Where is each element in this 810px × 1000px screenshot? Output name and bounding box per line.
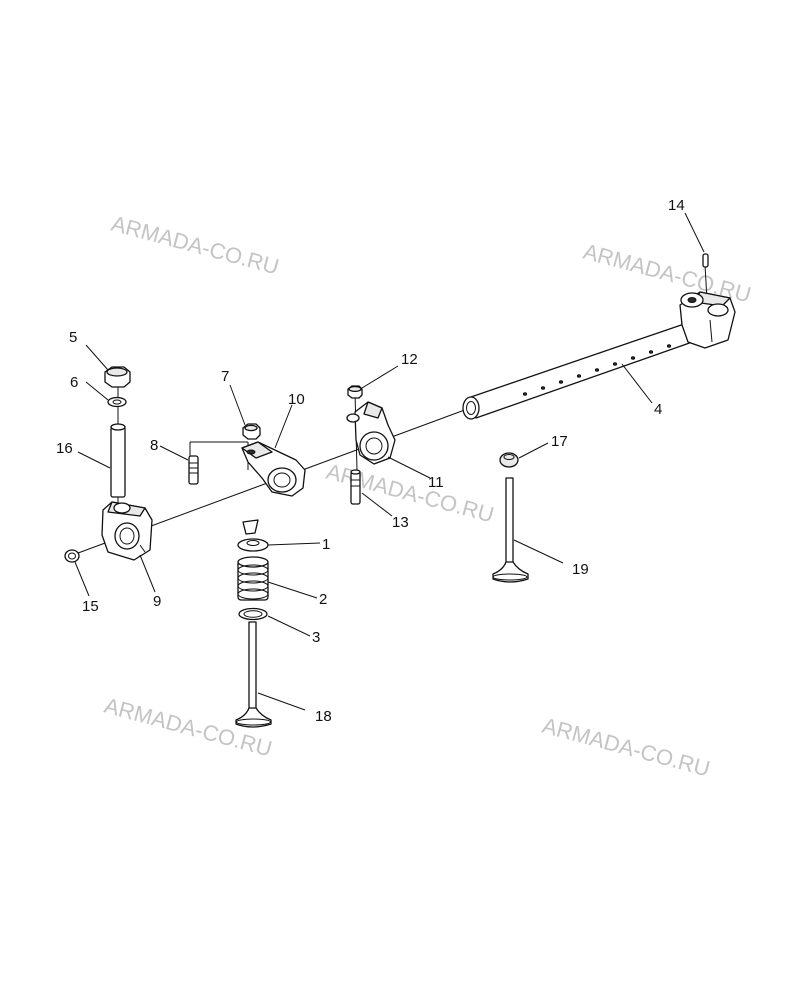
callout-10: 10 <box>288 391 305 408</box>
callout-4: 4 <box>654 401 662 418</box>
callout-5: 5 <box>69 329 77 346</box>
callout-2: 2 <box>319 591 327 608</box>
watermark-3: ARMADA-CO.RU <box>324 459 497 528</box>
rocker-arm-10 <box>241 441 306 497</box>
rocker-shaft <box>462 321 699 420</box>
sleeve-16 <box>110 423 126 498</box>
callout-8: 8 <box>150 437 158 454</box>
spring-retainer-1 <box>237 538 269 552</box>
callout-16: 16 <box>56 440 73 457</box>
callout-14: 14 <box>668 197 685 214</box>
plug-15 <box>64 549 80 563</box>
callout-15: 15 <box>82 598 99 615</box>
callout-17: 17 <box>551 433 568 450</box>
valve-spring-2 <box>237 556 269 601</box>
valve-keeper <box>242 519 259 535</box>
nut-7 <box>242 423 261 440</box>
callout-12: 12 <box>401 351 418 368</box>
pin-14 <box>702 253 709 268</box>
nut-12 <box>347 385 363 399</box>
callout-18: 18 <box>315 708 332 725</box>
spring-seat-3 <box>238 607 268 621</box>
callout-11: 11 <box>428 474 444 491</box>
right-shaft-bracket <box>679 291 736 349</box>
washer-6 <box>107 396 127 408</box>
stem-seal-17 <box>499 452 519 468</box>
left-shaft-bracket <box>101 501 153 561</box>
callout-3: 3 <box>312 629 320 646</box>
leader-lines <box>74 212 705 711</box>
rocker-arm-11 <box>346 401 396 465</box>
callout-labels: 1 2 3 4 5 6 7 8 9 10 11 12 13 14 15 16 1… <box>56 197 685 725</box>
shaft-oil-holes <box>522 344 672 396</box>
watermark-5: ARMADA-CO.RU <box>540 713 713 782</box>
nut-5 <box>104 366 131 388</box>
callout-19: 19 <box>572 561 589 578</box>
adjusting-screw-13 <box>350 469 361 505</box>
callout-6: 6 <box>70 374 78 391</box>
adjusting-screw-8 <box>188 455 199 485</box>
valve-19 <box>492 477 529 583</box>
callout-7: 7 <box>221 368 229 385</box>
callout-9: 9 <box>153 593 161 610</box>
watermark-1: ARMADA-CO.RU <box>109 211 282 280</box>
watermarks: ARMADA-CO.RU ARMADA-CO.RU ARMADA-CO.RU A… <box>102 211 754 782</box>
callout-1: 1 <box>322 536 330 553</box>
valve-18 <box>235 621 272 728</box>
callout-13: 13 <box>392 514 409 531</box>
assembly-axis-lines <box>69 264 708 557</box>
